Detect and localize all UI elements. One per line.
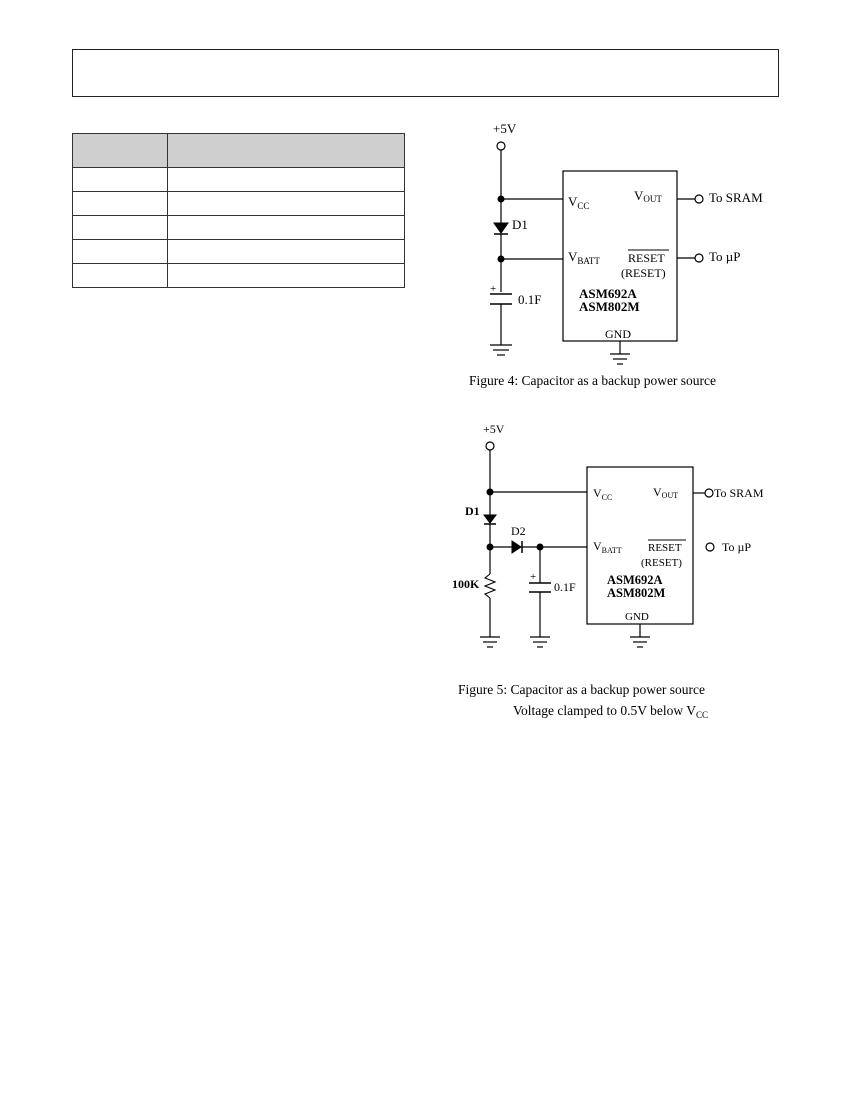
fig5-diode2-label: D2 [511,524,526,538]
fig5-diode-d1 [483,514,497,524]
fig5-resistor-ground-icon [480,636,500,648]
figure-5-caption-line-1: Figure 5: Capacitor as a backup power so… [458,682,706,697]
fig5-diode1-label: D1 [465,504,480,518]
fig5-chip-name-2: ASM802M [607,586,666,600]
fig4-chip-ground-icon [610,353,630,365]
fig4-pin-reset-bar: RESET [628,251,665,265]
fig4-diode-label: D1 [512,217,528,232]
figure-5-schematic: +5V D1 100K D2 + 0.1F [452,422,764,648]
fig5-output-up: To µP [722,540,751,554]
fig5-cap-ground-icon [530,636,550,648]
fig4-pin-vcc: VCC [568,194,589,211]
fig5-output-sram: To SRAM [714,486,764,500]
table-cell [167,239,405,264]
table-row [72,239,405,264]
pin-description-table [72,133,405,288]
figure-4-schematic: +5V D1 + 0.1F VCC VOUT VBATT RESET (RESE… [490,121,763,365]
table-row [72,167,405,192]
figure-5-caption-line-2-text: Voltage clamped to 0.5V below V [513,703,696,718]
fig5-capacitor-label: 0.1F [554,580,576,594]
fig4-vout-terminal [694,194,704,204]
fig4-chip-name-2: ASM802M [579,299,640,314]
fig4-pin-gnd: GND [605,327,631,341]
fig4-pin-vbatt: VBATT [568,249,600,266]
table-cell [167,191,405,216]
fig5-reset-terminal [705,542,715,552]
fig4-capacitor-polarity: + [490,283,496,295]
fig4-supply-label: +5V [493,121,517,136]
table-cell [167,263,405,288]
table-row [72,263,405,288]
fig5-vout-terminal [704,488,714,498]
fig4-output-up: To µP [709,249,741,264]
figure-5-caption-line-2-sub: CC [695,710,708,720]
fig5-supply-label: +5V [483,422,505,436]
table-cell [72,191,168,216]
fig5-pin-reset-bar: RESET [648,542,682,554]
fig4-chip-name-1: ASM692A [579,286,637,301]
table-row [72,215,405,240]
fig4-supply-terminal [496,141,506,151]
fig5-supply-terminal [485,441,495,451]
fig5-capacitor-polarity: + [530,571,536,583]
table-cell [72,239,168,264]
fig4-diode-d1 [493,222,509,234]
table-cell [72,263,168,288]
fig5-pin-vcc: VCC [593,486,612,502]
page-header-box [72,49,779,97]
fig4-capacitor-label: 0.1F [518,292,541,307]
fig5-pin-gnd: GND [625,611,649,623]
fig5-pin-reset: (RESET) [641,557,682,569]
figure-4-caption: Figure 4: Capacitor as a backup power so… [469,373,717,388]
fig4-pin-vout: VOUT [634,188,662,204]
table-cell [167,215,405,240]
fig4-reset-terminal [694,253,704,263]
table-cell [72,215,168,240]
fig5-diode-d2 [511,540,522,554]
fig5-resistor [483,573,497,599]
fig4-output-sram: To SRAM [709,190,763,205]
figure-5-caption-line-2: Voltage clamped to 0.5V below VCC [513,703,708,720]
fig5-chip-ground-icon [630,636,650,648]
fig5-resistor-label: 100K [452,577,480,591]
fig4-pin-reset: (RESET) [621,266,666,280]
fig5-pin-vbatt: VBATT [593,539,622,555]
fig5-pin-vout: VOUT [653,485,678,500]
fig5-chip-name-1: ASM692A [607,573,663,587]
table-row [72,191,405,216]
fig4-ground-icon [490,344,512,356]
